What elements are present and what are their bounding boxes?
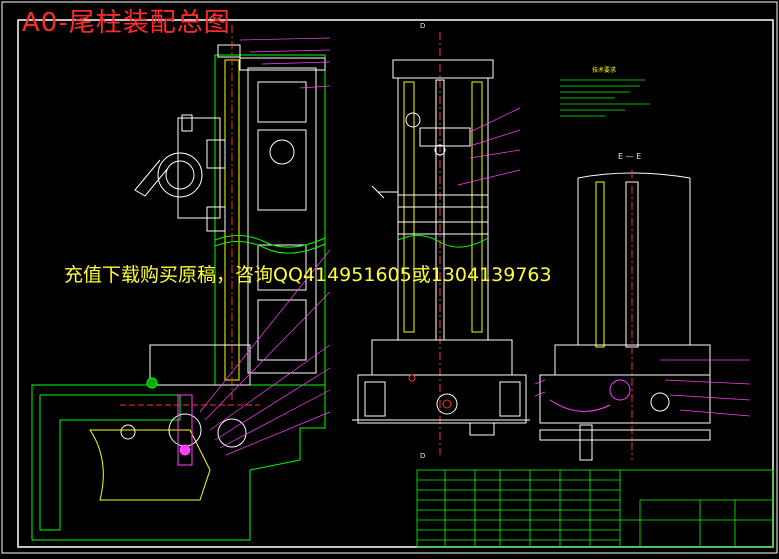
drawing-title: A0-尾柱装配总图 bbox=[22, 8, 231, 38]
technical-notes: 技术要求 bbox=[560, 66, 650, 117]
bom-table bbox=[416, 469, 774, 548]
top-plate bbox=[392, 59, 494, 79]
inner-frame bbox=[17, 19, 774, 548]
clamp-lever bbox=[134, 159, 169, 197]
base-casting bbox=[31, 384, 326, 541]
handwheel bbox=[436, 393, 458, 415]
column-bore bbox=[269, 139, 295, 165]
gear-2 bbox=[217, 418, 247, 448]
watermark-text: 充值下载购买原稿，咨询QQ414951605或1304139763 bbox=[64, 264, 552, 286]
section-mark-bottom: D bbox=[420, 452, 425, 460]
left-view bbox=[31, 25, 331, 541]
front-carriage bbox=[371, 339, 513, 376]
section-base bbox=[539, 374, 711, 424]
section-mark-top: D bbox=[420, 22, 425, 30]
section-label: E — E bbox=[618, 152, 642, 161]
middle-view: D D bbox=[352, 22, 530, 460]
clamp-ring bbox=[157, 152, 203, 198]
notes-heading: 技术要求 bbox=[592, 66, 616, 74]
title-block bbox=[416, 469, 774, 548]
front-base bbox=[357, 374, 527, 424]
column-inner bbox=[247, 67, 317, 374]
column-front bbox=[397, 77, 489, 341]
right-view bbox=[534, 170, 751, 461]
